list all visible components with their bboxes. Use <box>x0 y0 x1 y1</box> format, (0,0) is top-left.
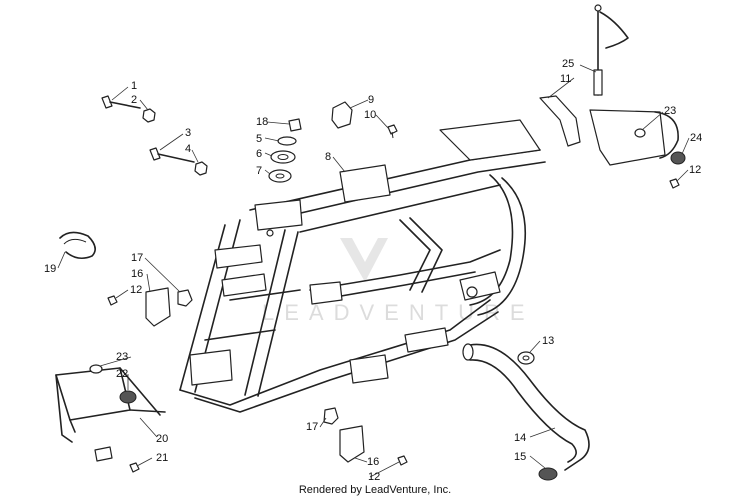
callout-5: 5 <box>256 133 262 145</box>
callout-25: 25 <box>562 58 574 70</box>
part-rack-20 <box>55 367 166 462</box>
callout-7: 7 <box>256 165 262 177</box>
callout-16-lower: 16 <box>367 456 379 468</box>
callout-23-left: 23 <box>116 351 128 363</box>
callout-4: 4 <box>185 143 191 155</box>
part-grommet-22 <box>119 390 137 404</box>
callout-22: 22 <box>116 368 128 380</box>
callout-24: 24 <box>690 132 702 144</box>
callout-16-upper: 16 <box>131 268 143 280</box>
callout-12-right: 12 <box>689 164 701 176</box>
part-grommet-9 <box>331 101 353 129</box>
callout-11: 11 <box>560 73 571 85</box>
part-bearing-6 <box>270 150 296 164</box>
part-mount-17-upper <box>177 289 193 307</box>
part-bolt-3 <box>149 147 195 163</box>
leader-lines <box>57 64 690 478</box>
footer-credit: Rendered by LeadVenture, Inc. <box>298 484 452 496</box>
part-strap-19 <box>59 231 96 260</box>
part-bracket-16-upper <box>145 287 171 327</box>
callout-8: 8 <box>325 151 331 163</box>
part-gasket-13 <box>517 351 535 365</box>
callout-10: 10 <box>364 109 376 121</box>
part-hitch-bracket <box>589 109 679 166</box>
part-screw-12-left <box>107 295 118 306</box>
part-grommet-24 <box>670 151 686 165</box>
watermark: LEADVENTURE <box>262 238 535 325</box>
main-frame <box>179 119 546 413</box>
callout-9: 9 <box>368 94 374 106</box>
callout-12-bottom: 12 <box>368 471 380 483</box>
part-screw-21 <box>129 462 140 473</box>
part-washer-5 <box>277 136 297 146</box>
callout-13: 13 <box>542 335 554 347</box>
part-nut-2 <box>142 108 156 123</box>
callout-labels: 1 2 3 4 5 6 7 8 9 10 11 12 12 12 13 14 1… <box>44 58 702 483</box>
part-screw-12-bottom <box>397 455 408 466</box>
callout-3: 3 <box>185 127 191 139</box>
callout-15: 15 <box>514 451 526 463</box>
part-screw-10 <box>387 124 398 139</box>
callout-6: 6 <box>256 148 262 160</box>
callout-23-right: 23 <box>664 105 676 117</box>
callout-19: 19 <box>44 263 56 275</box>
part-bearing-7 <box>268 169 292 183</box>
part-exhaust-pipe-14 <box>462 343 590 471</box>
part-bushing-18 <box>288 118 302 132</box>
part-nut-4 <box>194 161 208 176</box>
callout-20: 20 <box>156 433 168 445</box>
part-nut-23-right <box>634 128 646 138</box>
part-bolt-1 <box>101 95 141 109</box>
callout-2: 2 <box>131 94 137 106</box>
part-nut-23-left <box>89 364 103 374</box>
callout-18: 18 <box>256 116 268 128</box>
callout-12-left: 12 <box>130 284 142 296</box>
callout-17-lower: 17 <box>306 421 318 433</box>
part-flag-bracket-11 <box>539 95 581 147</box>
callout-21: 21 <box>156 452 168 464</box>
part-clamp-15 <box>538 467 558 481</box>
callout-1: 1 <box>131 80 137 92</box>
callout-14: 14 <box>514 432 526 444</box>
part-screw-12-right <box>669 178 680 189</box>
part-bracket-16-lower <box>339 425 365 463</box>
part-flag-25 <box>593 4 629 96</box>
callout-17-upper: 17 <box>131 252 143 264</box>
watermark-text: LEADVENTURE <box>262 300 535 325</box>
part-mount-17-lower <box>323 407 339 425</box>
